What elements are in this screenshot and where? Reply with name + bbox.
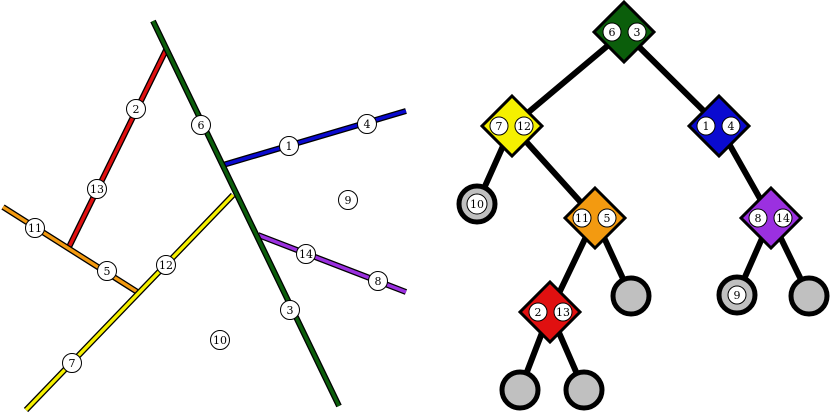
segment-yellow [23,192,236,413]
svg-text:7: 7 [496,120,503,133]
svg-text:3: 3 [287,304,294,317]
region-label-9: 9 [338,190,358,210]
svg-text:4: 4 [728,120,735,133]
segment-blue [222,108,407,168]
segment-label-3: 3 [280,300,300,320]
svg-text:8: 8 [755,212,762,225]
tree-node-orange: 11 5 [562,185,628,251]
tree-node-purple: 8 14 [738,185,804,251]
segment-label-11: 11 [25,218,45,238]
segment-label-1: 1 [279,136,299,156]
svg-text:1: 1 [286,140,293,153]
left-panel-segments: 1 2 3 4 5 6 7 8 [1,19,408,413]
svg-text:14: 14 [776,212,790,225]
segment-label-8: 8 [368,271,388,291]
svg-text:6: 6 [609,26,616,39]
svg-text:4: 4 [364,118,371,131]
svg-text:8: 8 [375,275,382,288]
svg-text:13: 13 [90,183,104,196]
tree-leaf-empty-2 [788,275,830,317]
segment-red [66,48,169,249]
svg-text:5: 5 [604,212,611,225]
tree-node-blue: 1 4 [686,93,752,159]
segment-label-5: 5 [97,261,117,281]
segment-label-12: 12 [156,255,176,275]
svg-text:12: 12 [159,259,173,272]
svg-text:7: 7 [69,357,76,370]
segment-orange [1,204,141,296]
region-label-10: 10 [210,330,230,350]
svg-text:3: 3 [634,26,641,39]
svg-text:11: 11 [575,212,589,225]
segment-label-13: 13 [87,179,107,199]
svg-text:10: 10 [470,198,484,211]
svg-text:6: 6 [198,119,205,132]
svg-text:10: 10 [213,334,227,347]
segment-green [150,19,342,408]
svg-text:12: 12 [517,120,531,133]
tree-leaf-empty-4 [563,369,605,411]
svg-text:1: 1 [703,120,710,133]
svg-text:5: 5 [104,265,111,278]
svg-text:11: 11 [28,222,42,235]
svg-text:13: 13 [556,306,570,319]
tree-node-yellow: 7 12 [479,93,545,159]
segment-label-14: 14 [296,244,316,264]
segment-label-4: 4 [357,114,377,134]
svg-text:9: 9 [734,289,741,302]
svg-text:14: 14 [299,248,313,261]
tree-leaf-9: 9 [716,274,758,316]
segment-label-7: 7 [62,353,82,373]
right-panel-tree: 6 3 7 12 1 4 11 5 8 14 [456,0,830,411]
tree-leaf-empty-3 [499,369,541,411]
svg-text:2: 2 [535,306,542,319]
svg-text:2: 2 [133,103,140,116]
segment-label-6: 6 [191,115,211,135]
svg-text:9: 9 [345,194,352,207]
tree-node-root: 6 3 [591,0,657,65]
tree-leaf-empty-1 [610,275,652,317]
tree-leaf-10: 10 [456,183,498,225]
segment-label-2: 2 [126,99,146,119]
tree-node-red: 2 13 [517,279,583,345]
